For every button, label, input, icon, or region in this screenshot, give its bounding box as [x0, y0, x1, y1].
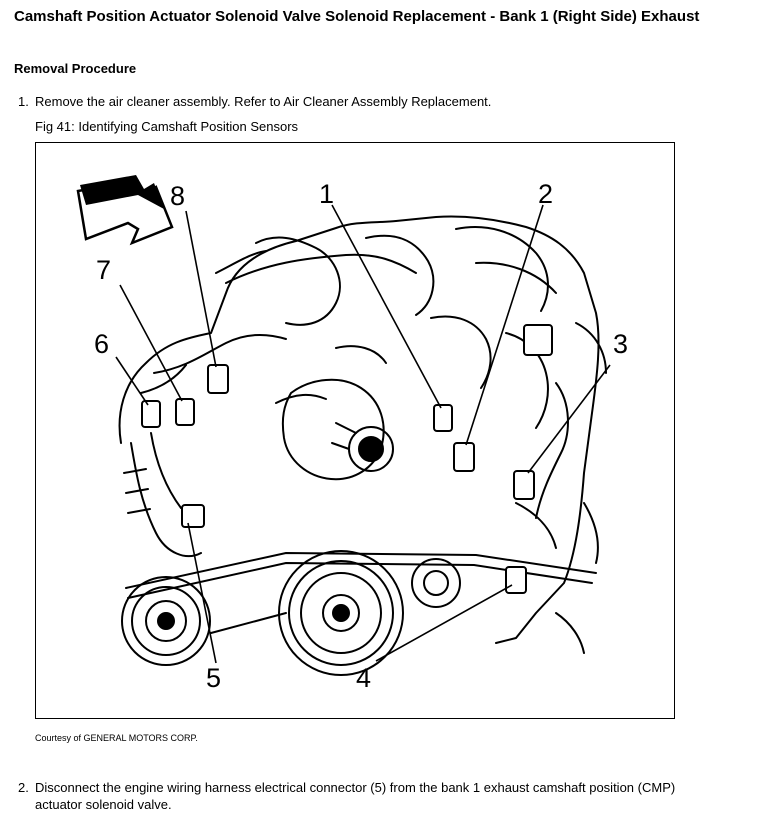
step-text-line2: actuator solenoid valve. [35, 797, 172, 812]
connector-6 [141, 400, 161, 428]
step-1: 1. Remove the air cleaner assembly. Refer… [18, 93, 491, 110]
leader-8 [185, 210, 217, 368]
leader-4 [375, 584, 513, 662]
callout-8: 8 [170, 181, 185, 211]
leader-2 [465, 204, 544, 446]
leader-7 [119, 284, 183, 402]
leader-1 [331, 204, 442, 409]
connector-4 [505, 566, 527, 594]
leader-lines [115, 204, 611, 664]
section-heading: Removal Procedure [14, 61, 137, 76]
leader-3 [527, 364, 611, 474]
leader-6 [115, 356, 149, 406]
callout-5: 5 [206, 663, 221, 693]
figure-credit: Courtesy of GENERAL MOTORS CORP. [35, 733, 198, 743]
connector-8 [207, 364, 229, 394]
connector-3 [513, 470, 535, 500]
step-text: Remove the air cleaner assembly. Refer t… [35, 94, 492, 109]
step-number: 1. [18, 94, 29, 109]
connector-1 [433, 404, 453, 432]
callout-4: 4 [356, 663, 371, 693]
engine-outline [118, 215, 607, 676]
figure-caption: Fig 41: Identifying Camshaft Position Se… [35, 119, 299, 134]
front-direction-arrow [76, 175, 174, 246]
callout-6: 6 [94, 329, 109, 359]
callout-1: 1 [319, 179, 334, 209]
connector-7 [175, 398, 195, 426]
step-number: 2. [18, 780, 29, 795]
connectors [141, 324, 553, 594]
callout-7: 7 [96, 255, 111, 285]
engine-illustration: 1 2 3 4 5 6 7 8 [35, 142, 675, 719]
connector-2 [453, 442, 475, 472]
step-text-line1: Disconnect the engine wiring harness ele… [35, 780, 676, 795]
connector-5 [181, 504, 205, 528]
connector-upper-right [523, 324, 553, 356]
leader-5 [187, 522, 217, 664]
step-2: 2. Disconnect the engine wiring harness e… [18, 779, 738, 813]
callout-3: 3 [613, 329, 628, 359]
callout-2: 2 [538, 179, 553, 209]
page-title: Camshaft Position Actuator Solenoid Valv… [14, 8, 700, 25]
engine-drawing: 1 2 3 4 5 6 7 8 [76, 175, 628, 693]
